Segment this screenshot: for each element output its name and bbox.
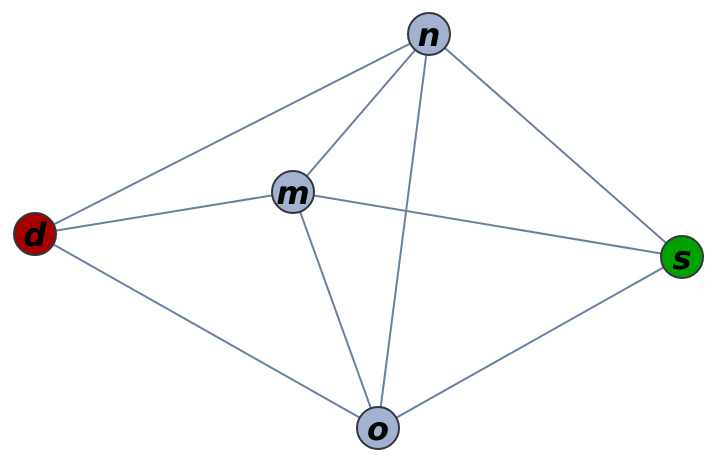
edge-o-s	[377, 256, 683, 429]
node-m-circle	[271, 170, 315, 214]
edge-m-o	[292, 191, 379, 429]
node-m[interactable]: m	[271, 170, 315, 214]
edge-n-d	[34, 33, 430, 235]
node-n-circle	[407, 12, 451, 56]
node-d-circle	[13, 212, 57, 256]
node-d[interactable]: d	[13, 212, 57, 256]
edge-n-o	[377, 33, 430, 429]
edge-m-d	[34, 191, 294, 235]
node-o-circle	[356, 406, 400, 450]
node-n[interactable]: n	[407, 12, 451, 56]
edge-n-s	[428, 33, 683, 258]
nodes-layer: n m d s o	[13, 12, 704, 450]
node-s-circle	[660, 235, 704, 279]
node-n-label: n	[418, 16, 441, 54]
node-o[interactable]: o	[356, 406, 400, 450]
edges-layer	[34, 33, 683, 429]
node-d-label: d	[24, 216, 48, 254]
edge-m-s	[292, 191, 683, 258]
node-s[interactable]: s	[660, 235, 704, 279]
node-s-label: s	[672, 239, 691, 277]
node-m-label: m	[276, 174, 309, 212]
edge-d-o	[34, 233, 379, 429]
edge-n-m	[292, 33, 430, 193]
node-o-label: o	[367, 410, 389, 448]
